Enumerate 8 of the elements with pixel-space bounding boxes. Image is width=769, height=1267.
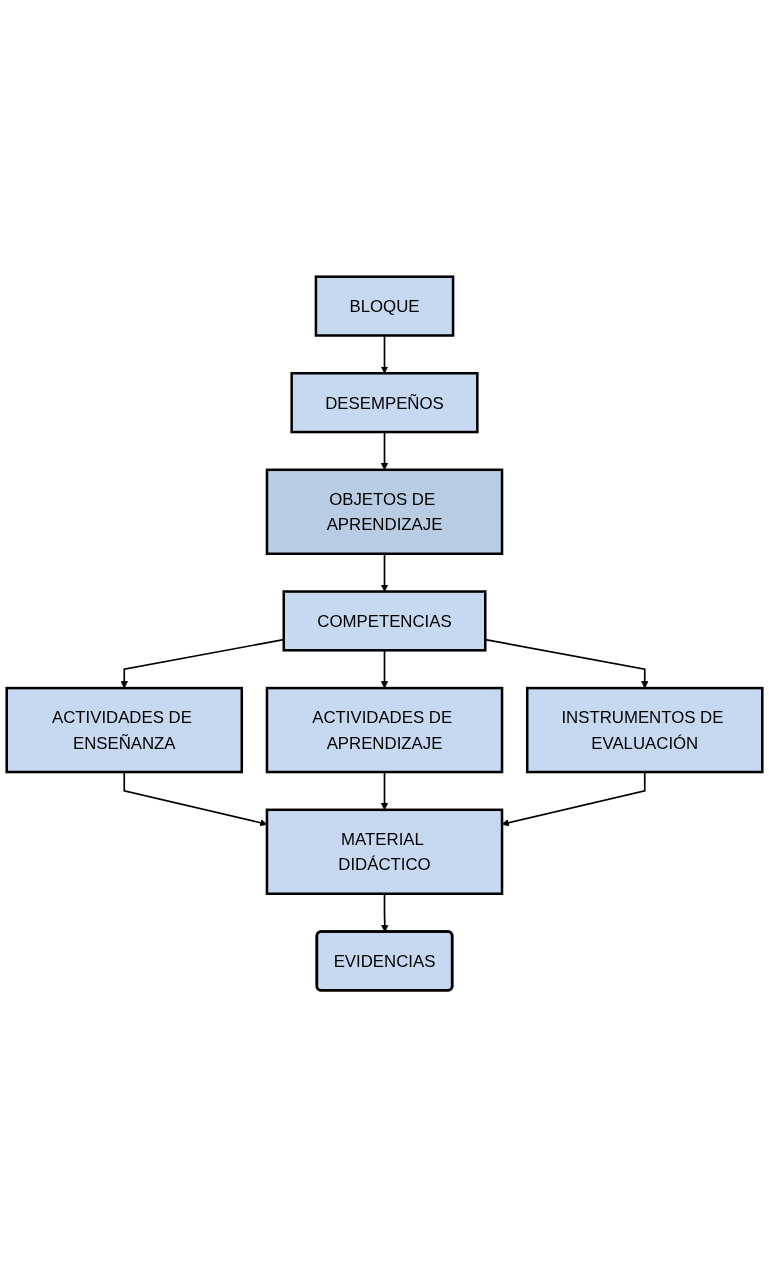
node-box: ACTIVIDADES DE APRENDIZAJE bbox=[265, 686, 504, 774]
node-box: INSTRUMENTOS DE EVALUACIÓN bbox=[525, 686, 764, 774]
node-box: BLOQUE bbox=[314, 275, 455, 337]
node-box: OBJETOS DE APRENDIZAJE bbox=[265, 468, 504, 555]
node-box: DESEMPEÑOS bbox=[290, 372, 479, 434]
node-box: MATERIAL DIDÁCTICO bbox=[265, 808, 504, 895]
node-box: COMPETENCIAS bbox=[282, 590, 487, 652]
node-box: ACTIVIDADES DE ENSEÑANZA bbox=[5, 686, 244, 774]
